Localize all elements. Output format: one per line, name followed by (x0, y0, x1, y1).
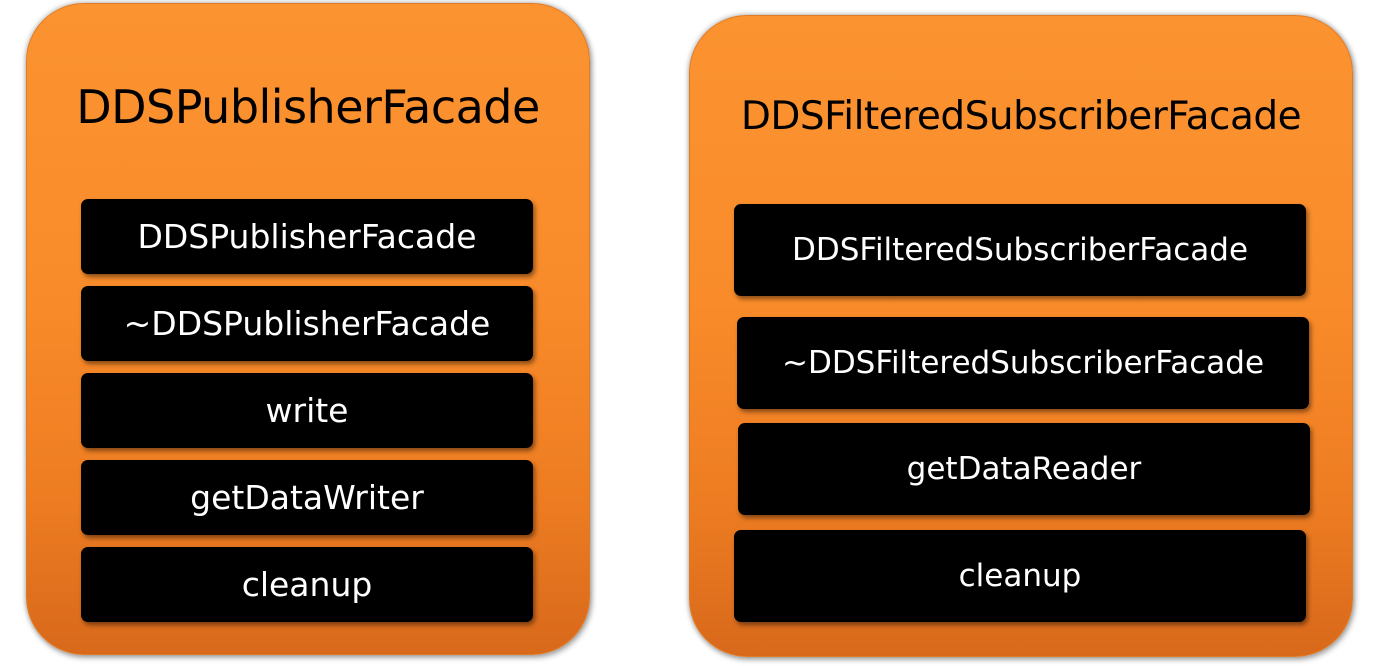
get-data-reader-method: getDataReader (738, 423, 1310, 515)
filtered-subscriber-facade-class-title: DDSFilteredSubscriberFacade (740, 94, 1302, 139)
subscriber-destructor-method: ~DDSFilteredSubscriberFacade (737, 317, 1309, 409)
get-data-writer-method: getDataWriter (81, 460, 533, 535)
publisher-constructor-method: DDSPublisherFacade (81, 199, 533, 274)
subscriber-cleanup-method: cleanup (734, 530, 1306, 622)
publisher-facade-class-box: DDSPublisherFacade DDSPublisherFacade ~D… (26, 3, 590, 655)
write-method: write (81, 373, 533, 448)
filtered-subscriber-facade-class-box: DDSFilteredSubscriberFacade DDSFilteredS… (689, 15, 1353, 657)
publisher-facade-class-title: DDSPublisherFacade (76, 80, 540, 134)
subscriber-constructor-method: DDSFilteredSubscriberFacade (734, 204, 1306, 296)
publisher-cleanup-method: cleanup (81, 547, 533, 622)
publisher-destructor-method: ~DDSPublisherFacade (81, 286, 533, 361)
